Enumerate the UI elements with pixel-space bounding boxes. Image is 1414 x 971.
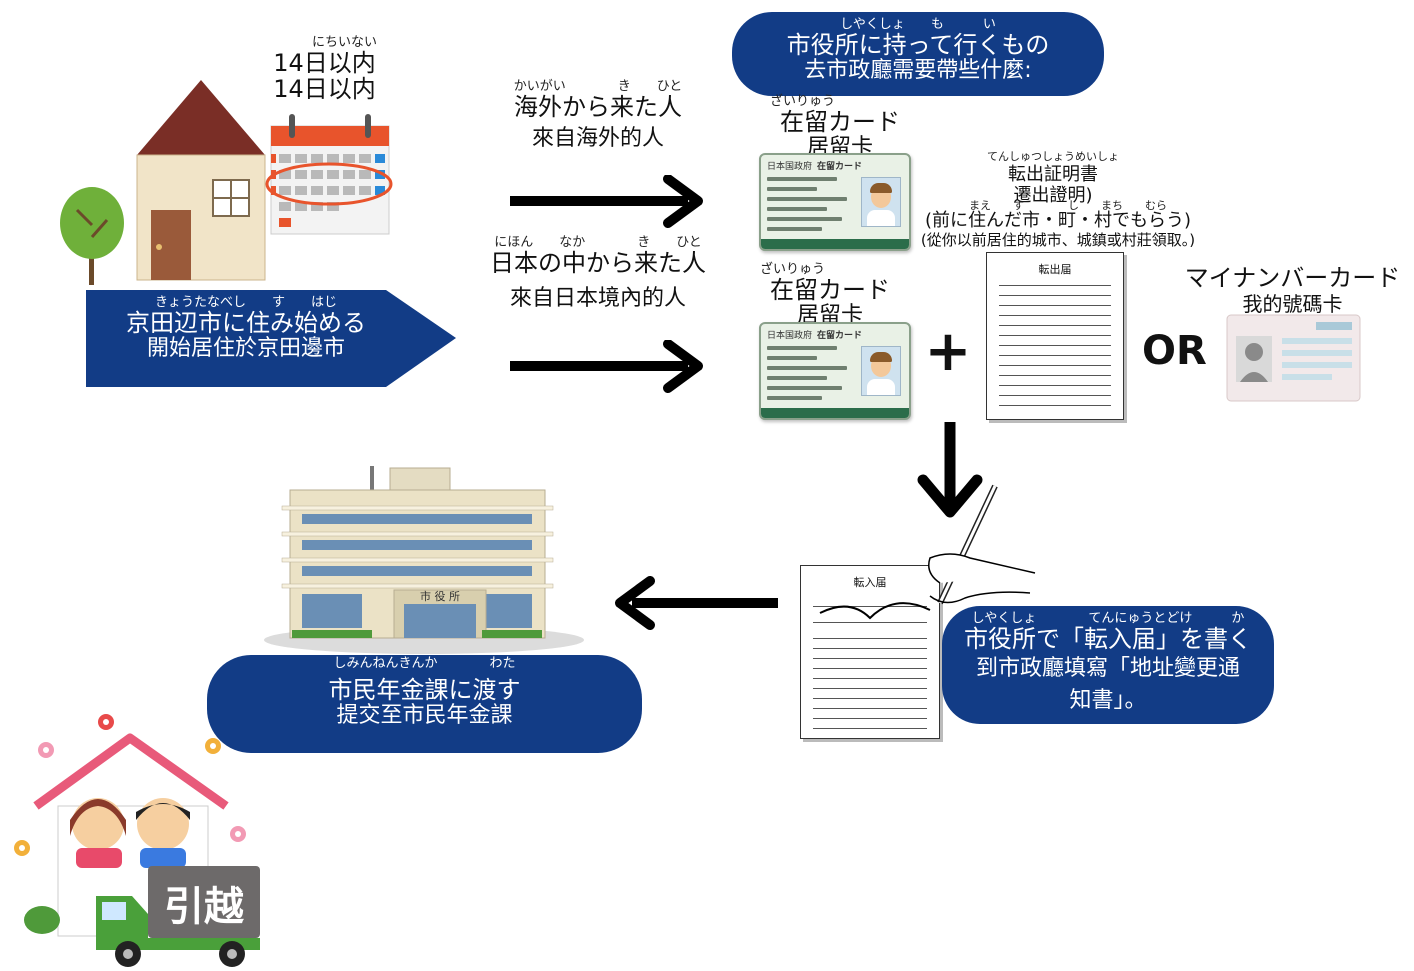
bring-jp: 市役所に持って行くもの — [786, 31, 1050, 59]
overseas-zh: 來自海外的人 — [531, 126, 664, 151]
overseas-label: かいがい き ひと 海外から来た人 來自海外的人 — [478, 80, 718, 152]
write-form-pill: しやくしょ てんにゅうとどけ か 市役所で「転入届」を書く 到市政廳填寫「地址變… — [942, 606, 1274, 724]
start-jp: 京田辺市に住み始める — [126, 309, 366, 337]
plus-symbol: + — [924, 319, 972, 384]
card-title: 在留カード — [817, 331, 863, 341]
rc1-ruby: ざいりゅう — [770, 94, 836, 109]
moc-note-zh: (從你以前居住的城市、城鎮或村莊領取。) — [920, 231, 1196, 249]
city-hall-sign: 市 役 所 — [420, 589, 460, 603]
arrow-down-icon — [917, 422, 983, 518]
moving-truck-icon: 引越 — [96, 866, 260, 967]
bring-zh: 去市政廳需要帶些什麼: — [804, 58, 1032, 83]
moc-note-ruby: まえ す し まち むら — [969, 199, 1167, 212]
move-out-form-title: 転出届 — [1038, 263, 1072, 276]
calendar-icon — [265, 114, 393, 235]
move-out-cert-label: てんしゅつしょうめいしょ 転出証明書 遷出證明) — [958, 150, 1148, 206]
start-ruby: きょうたなべし す はじ — [154, 295, 337, 310]
residence-card-icon: 日本国政府 在留カード — [759, 153, 911, 251]
residence-card-icon: 日本国政府 在留カード — [759, 322, 911, 420]
form-icon: 転出届 — [986, 252, 1124, 420]
card-title: 在留カード — [817, 162, 863, 172]
truck-text: 引越 — [164, 884, 244, 930]
write-zh-1: 到市政廳填寫「地址變更通 — [975, 656, 1240, 681]
domestic-ruby: にほん なか き ひと — [494, 235, 702, 250]
residence-card-label-2: ざいりゅう 在留カード 居留卡 — [760, 263, 900, 329]
pension-jp: 市民年金課に渡す — [328, 676, 521, 704]
moc-note-jp: (前に住んだ市・町・村でもらう) — [924, 210, 1192, 231]
move-out-note: まえ す し まち むら (前に住んだ市・町・村でもらう) (從你以前居住的城市… — [905, 200, 1211, 249]
writing-hand-icon — [819, 484, 1036, 620]
rc1-jp: 在留カード — [780, 108, 900, 136]
residence-card-label-1: ざいりゅう 在留カード 居留卡 — [770, 95, 910, 161]
arrow-left-icon — [615, 576, 778, 630]
bring-items-pill: しやくしょ も い 市役所に持って行くもの 去市政廳需要帶些什麼: — [732, 12, 1104, 96]
house-icon — [60, 80, 266, 285]
overseas-jp: 海外から来た人 — [514, 93, 682, 121]
mynumber-jp: マイナンバーカード — [1184, 264, 1401, 292]
deadline-jp: 14日以内 — [273, 49, 376, 77]
deadline-label: にちいない 14日以内 14日以内 — [262, 35, 387, 103]
rc2-jp: 在留カード — [770, 276, 890, 304]
pension-zh: 提交至市民年金課 — [336, 703, 513, 728]
my-number-label: マイナンバーカード 我的號碼卡 — [1180, 265, 1405, 317]
pension-ruby: しみんねんきんか わた — [333, 656, 516, 671]
card-issuer: 日本国政府 — [767, 162, 813, 172]
form-icon: 転入届 — [800, 565, 940, 739]
moc-jp: 転出証明書 — [1008, 164, 1098, 185]
tree-icon — [60, 187, 124, 285]
start-living-banner: きょうたなべし す はじ 京田辺市に住み始める 開始居住於京田邊市 — [86, 290, 456, 387]
mynumber-zh: 我的號碼卡 — [1242, 292, 1343, 316]
or-label: OR — [1142, 328, 1207, 374]
my-number-card-icon — [1226, 314, 1361, 402]
bring-ruby: しやくしょ も い — [840, 17, 996, 32]
city-hall-icon: 市 役 所 — [264, 466, 584, 654]
moc-ruby: てんしゅつしょうめいしょ — [987, 150, 1119, 163]
start-zh: 開始居住於京田邊市 — [146, 336, 345, 361]
move-in-form-title: 転入届 — [853, 576, 887, 589]
write-ruby: しやくしょ てんにゅうとどけ か — [971, 611, 1245, 626]
write-zh-2: 知書」。 — [1069, 688, 1147, 713]
deadline-zh: 14日以内 — [273, 75, 376, 103]
overseas-ruby: かいがい き ひと — [513, 79, 683, 94]
deadline-ruby: にちいない — [311, 35, 377, 50]
moc-zh: 遷出證明) — [1013, 185, 1093, 206]
write-jp: 市役所で「転入届」を書く — [964, 625, 1252, 653]
rc2-ruby: ざいりゅう — [760, 262, 826, 277]
domestic-label: にほん なか き ひと 日本の中から来た人 來自日本境內的人 — [468, 236, 728, 312]
domestic-jp: 日本の中から来た人 — [490, 249, 706, 277]
arrow-right-icon — [510, 175, 703, 228]
domestic-zh: 來自日本境內的人 — [509, 286, 686, 311]
pension-pill: しみんねんきんか わた 市民年金課に渡す 提交至市民年金課 — [207, 655, 642, 753]
arrow-right-icon — [510, 340, 703, 393]
card-issuer: 日本国政府 — [767, 331, 813, 341]
